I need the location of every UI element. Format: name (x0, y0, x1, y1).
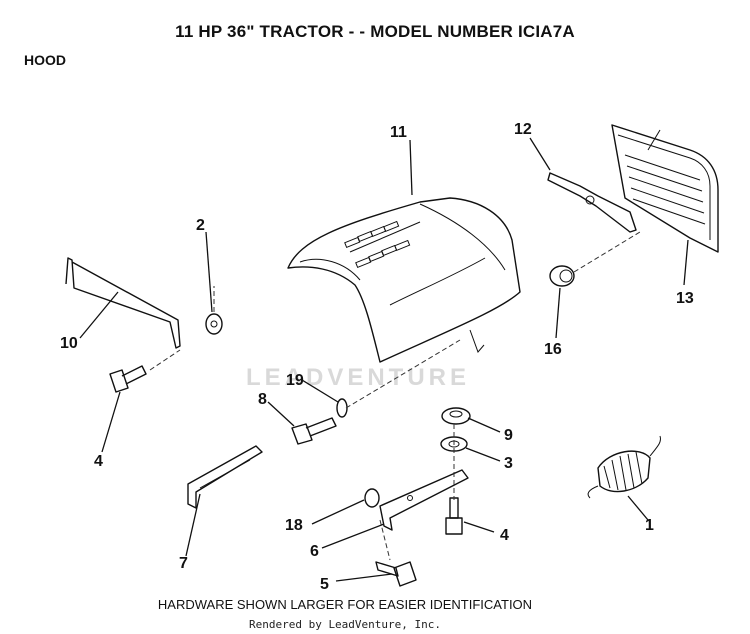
part-bushing-16[interactable] (549, 265, 575, 287)
part-rod-10[interactable] (65, 257, 181, 349)
part-bolt-4a[interactable] (109, 365, 147, 393)
callout-18[interactable]: 18 (285, 517, 303, 534)
part-nut-9[interactable] (441, 407, 471, 425)
watermark: LEADVENTURE (246, 364, 471, 391)
section-label: HOOD (24, 52, 66, 68)
callout-1[interactable]: 1 (645, 517, 654, 534)
callout-16[interactable]: 16 (544, 341, 562, 358)
callout-13[interactable]: 13 (676, 290, 694, 307)
part-bracket-12[interactable] (547, 172, 637, 233)
callout-2[interactable]: 2 (196, 217, 205, 234)
callout-10[interactable]: 10 (60, 335, 78, 352)
leader-lines (79, 137, 689, 582)
callout-19[interactable]: 19 (286, 372, 304, 389)
part-grille[interactable] (611, 124, 719, 253)
part-hood[interactable] (287, 197, 521, 363)
callout-7[interactable]: 7 (179, 555, 188, 572)
callouts: 11 12 13 16 2 10 4 8 19 9 3 1 7 18 6 4 5 (60, 121, 694, 593)
part-nut-2[interactable] (205, 313, 223, 335)
callout-3[interactable]: 3 (504, 455, 513, 472)
part-washer-18[interactable] (364, 488, 380, 508)
callout-12[interactable]: 12 (514, 121, 532, 138)
part-bolt-5[interactable] (375, 561, 417, 587)
callout-4b[interactable]: 4 (500, 527, 509, 544)
callout-9[interactable]: 9 (504, 427, 513, 444)
part-spring-1[interactable] (587, 435, 661, 499)
callout-5[interactable]: 5 (320, 576, 329, 593)
part-bracket-6[interactable] (379, 469, 469, 531)
part-bolt-8[interactable] (291, 417, 337, 445)
rendered-by: Rendered by LeadVenture, Inc. (248, 618, 442, 631)
page-title: 11 HP 36" TRACTOR - - MODEL NUMBER ICIA7… (175, 22, 575, 41)
part-washer-19[interactable] (336, 398, 348, 418)
callout-6[interactable]: 6 (310, 543, 319, 560)
hood-vents (344, 220, 411, 269)
hardware-note: HARDWARE SHOWN LARGER FOR EASIER IDENTIF… (157, 597, 533, 612)
callout-8[interactable]: 8 (258, 391, 267, 408)
part-bracket-7[interactable] (187, 445, 263, 509)
assembly-lines (149, 231, 641, 561)
callout-11[interactable]: 11 (390, 124, 407, 141)
part-bolt-4b[interactable] (445, 497, 463, 535)
callout-4a[interactable]: 4 (94, 453, 103, 470)
